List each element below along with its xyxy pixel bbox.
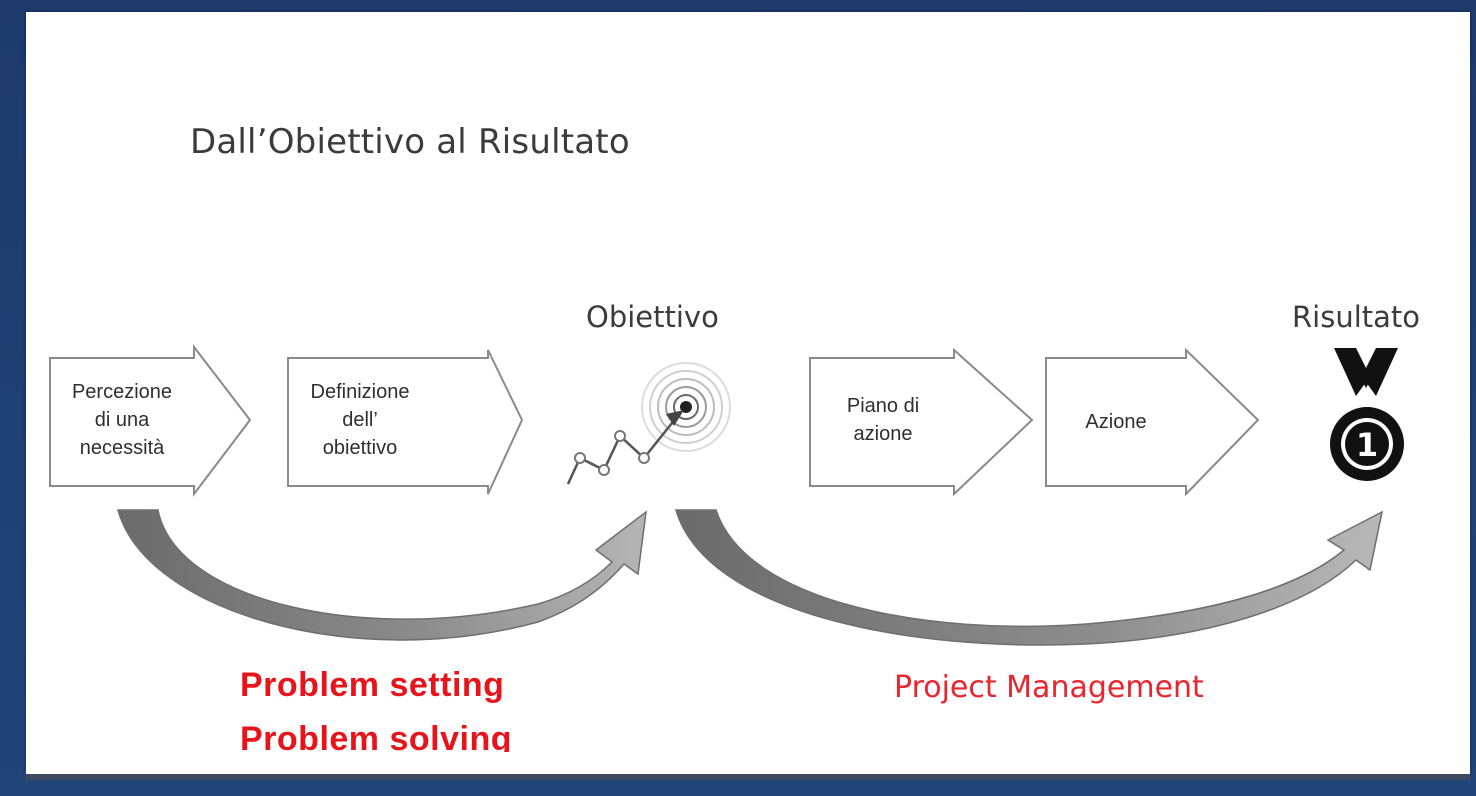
step-arrow-3: [809, 347, 1034, 497]
objective-label: Obiettivo: [586, 300, 719, 334]
curved-arrow-right: [674, 509, 1384, 646]
project-management-label: Project Management: [894, 670, 1204, 705]
step-1-line-2: di una: [94, 409, 150, 431]
step-arrow-1: [49, 344, 252, 497]
step-arrow-2: [287, 349, 524, 495]
diagram-graphics: 1: [49, 344, 1404, 646]
target-chart-icon: [566, 362, 731, 485]
problem-solving-label: Problem solving: [240, 720, 512, 752]
step-4-text: Azione: [1056, 408, 1176, 436]
problem-setting-label: Problem setting: [240, 666, 505, 704]
step-4-line-1: Azione: [1085, 411, 1147, 433]
first-place-medal-icon: 1: [1330, 348, 1404, 481]
slide: Dall’Obiettivo al Risultato: [26, 12, 1470, 774]
step-3-text: Piano di azione: [818, 392, 948, 448]
step-1-line-3: necessità: [79, 437, 165, 459]
step-2-text: Definizione dell’ obiettivo: [292, 378, 428, 462]
step-1-text: Percezione di una necessità: [54, 378, 190, 462]
step-3-line-1: Piano di: [846, 395, 920, 417]
slide-bottom-edge: [26, 774, 1470, 780]
step-2-line-2: dell’: [342, 409, 378, 431]
curved-arrow-left: [117, 509, 647, 641]
slide-title: Dall’Obiettivo al Risultato: [190, 122, 630, 162]
step-1-line-1: Percezione: [71, 381, 173, 403]
medal-number: 1: [1356, 426, 1378, 464]
step-arrow-4: [1045, 347, 1260, 497]
step-2-line-1: Definizione: [310, 381, 410, 403]
result-label: Risultato: [1292, 300, 1421, 334]
step-3-line-2: azione: [853, 423, 913, 445]
step-2-line-3: obiettivo: [322, 437, 398, 459]
